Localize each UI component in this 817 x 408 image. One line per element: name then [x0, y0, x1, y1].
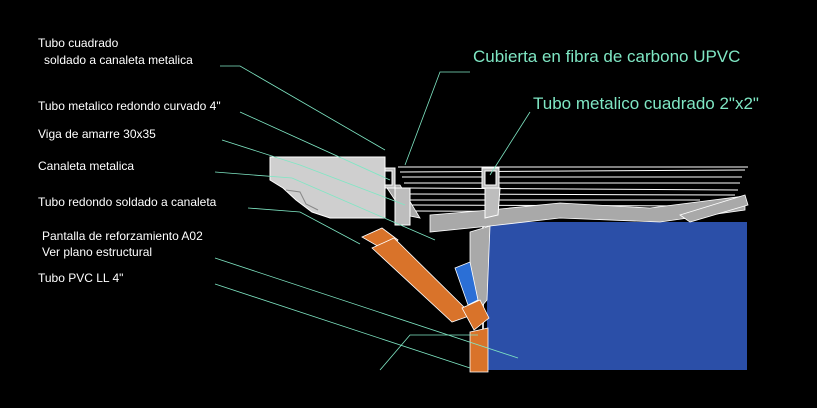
- callout-roof-cover: Cubierta en fibra de carbono UPVC: [473, 47, 740, 66]
- label-tie-beam: Viga de amarre 30x35: [38, 127, 156, 141]
- tie-beam: [269, 156, 386, 219]
- reinforcement-screen: [454, 261, 479, 306]
- wall: [487, 222, 747, 370]
- label-welded-to-gutter: soldado a canaleta metalica: [44, 53, 193, 67]
- leader-lines: [214, 65, 531, 371]
- callout-square-steel-tube: Tubo metalico cuadrado 2"x2": [533, 94, 759, 113]
- tie-beam-step: [285, 189, 319, 211]
- label-welded-round-tube: Tubo redondo soldado a canaleta: [38, 195, 217, 209]
- label-reinforcement-screen: Pantalla de reforzamiento A02: [42, 229, 203, 243]
- label-pvc-pipe: Tubo PVC LL 4": [38, 271, 123, 285]
- label-structural-plan: Ver plano estructural: [42, 245, 152, 259]
- label-metal-gutter: Canaleta metalica: [38, 159, 134, 173]
- label-square-tube: Tubo cuadrado: [38, 36, 119, 50]
- pvc-pipe: [361, 227, 490, 373]
- label-curved-round-tube: Tubo metalico redondo curvado 4": [38, 99, 221, 113]
